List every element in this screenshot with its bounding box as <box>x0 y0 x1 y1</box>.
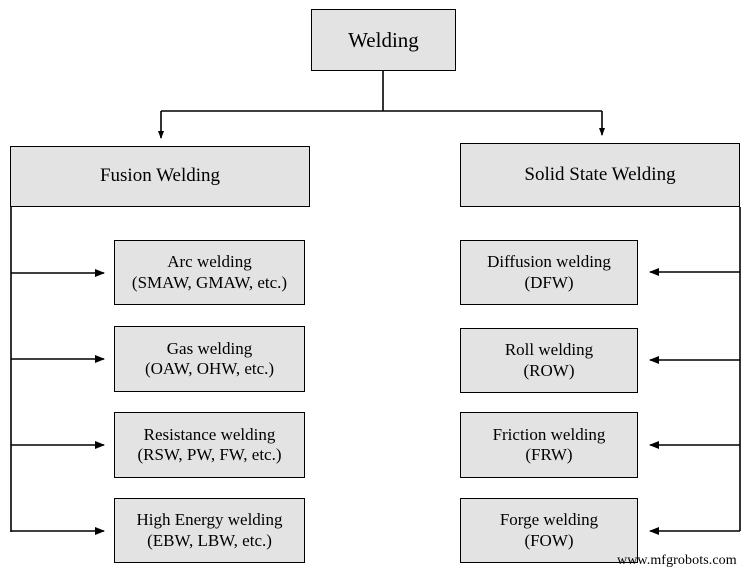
node-resistance-welding[interactable]: Resistance welding (RSW, PW, FW, etc.) <box>114 412 305 478</box>
node-label-gas-welding: Gas welding (OAW, OHW, etc.) <box>144 338 275 378</box>
node-roll-welding[interactable]: Roll welding (ROW) <box>460 328 638 393</box>
node-label-welding: Welding <box>348 27 419 52</box>
node-label-diffusion-welding: Diffusion welding (DFW) <box>487 252 611 292</box>
node-friction-welding[interactable]: Friction welding (FRW) <box>460 412 638 478</box>
node-label-solid-state-welding: Solid State Welding <box>524 163 676 185</box>
node-label-high-energy-welding: High Energy welding (EBW, LBW, etc.) <box>136 510 283 550</box>
node-solid-state-welding[interactable]: Solid State Welding <box>460 143 740 207</box>
node-diffusion-welding[interactable]: Diffusion welding (DFW) <box>460 240 638 305</box>
node-label-resistance-welding: Resistance welding (RSW, PW, FW, etc.) <box>137 424 282 464</box>
node-label-roll-welding: Roll welding (ROW) <box>504 340 594 380</box>
node-high-energy-welding[interactable]: High Energy welding (EBW, LBW, etc.) <box>114 498 305 563</box>
node-gas-welding[interactable]: Gas welding (OAW, OHW, etc.) <box>114 326 305 392</box>
node-label-forge-welding: Forge welding (FOW) <box>499 510 599 550</box>
node-label-friction-welding: Friction welding (FRW) <box>492 424 606 464</box>
node-forge-welding[interactable]: Forge welding (FOW) <box>460 498 638 563</box>
node-fusion-welding[interactable]: Fusion Welding <box>10 146 310 207</box>
watermark-text: www.mfgrobots.com <box>617 553 737 568</box>
connector-group <box>10 71 741 535</box>
node-welding[interactable]: Welding <box>311 9 456 71</box>
node-label-fusion-welding: Fusion Welding <box>99 165 221 187</box>
node-label-arc-welding: Arc welding (SMAW, GMAW, etc.) <box>131 252 288 292</box>
node-arc-welding[interactable]: Arc welding (SMAW, GMAW, etc.) <box>114 240 305 305</box>
